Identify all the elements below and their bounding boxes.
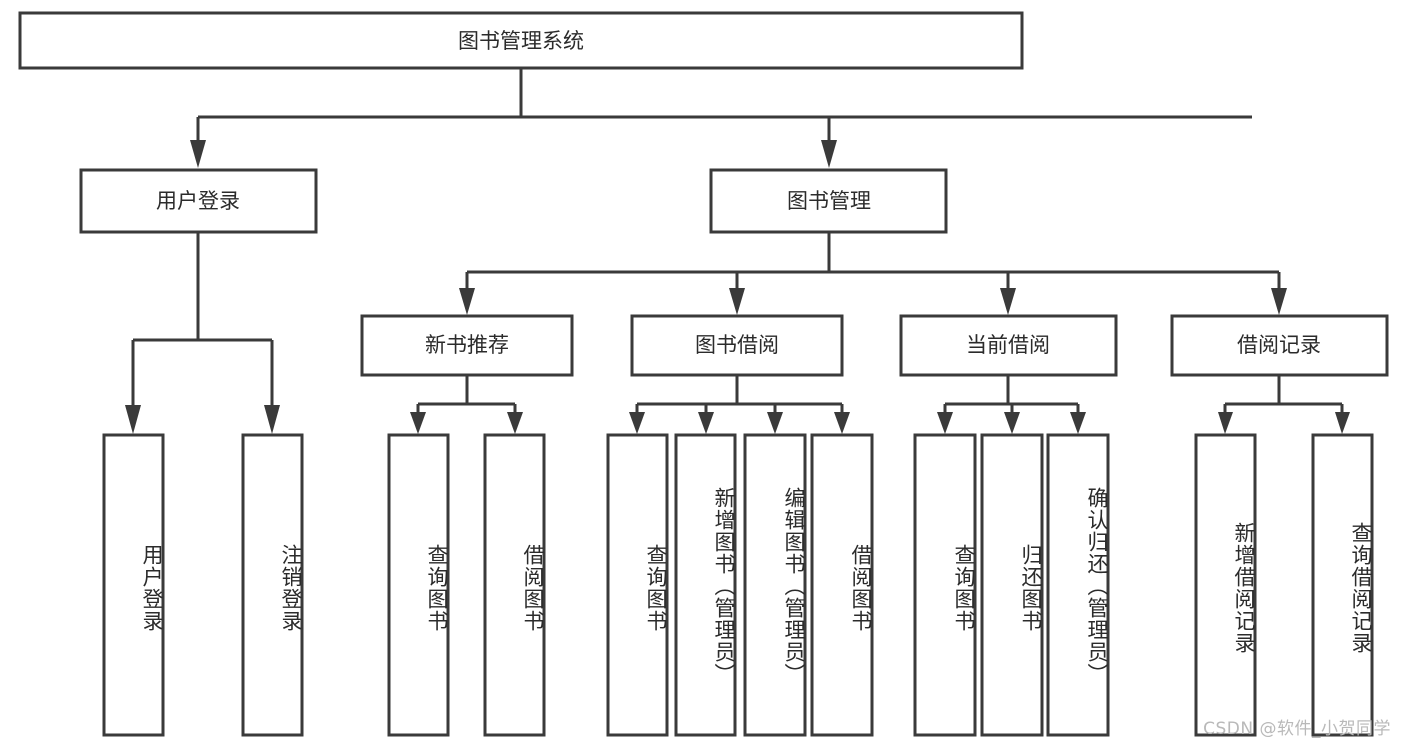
- leaf-query-book-1-rect[interactable]: [387, 433, 450, 737]
- arrow-to-leaf-borrow-book-1: [507, 412, 523, 434]
- leaf-add-book-rect[interactable]: [674, 433, 737, 737]
- arrow-to-leaf-add-record: [1218, 412, 1233, 434]
- leaf-confirm-return-rect[interactable]: [1046, 433, 1110, 737]
- arrow-to-leaf-borrow-book-2: [834, 412, 850, 434]
- node-borrow-record-label: 借阅记录: [1237, 333, 1321, 357]
- node-current-borrow[interactable]: 当前借阅: [899, 314, 1118, 377]
- node-new-book-recommend-rect[interactable]: [360, 314, 574, 377]
- leaf-user-login-rect[interactable]: [102, 433, 165, 737]
- connector-borrow-record-to-leaves: [1218, 375, 1350, 434]
- arrow-to-leaf-add-book: [698, 412, 714, 434]
- arrow-to-leaf-query-book-2: [629, 412, 645, 434]
- leaf-edit-book-rect[interactable]: [743, 433, 807, 737]
- node-root-rect[interactable]: [18, 11, 1024, 70]
- node-root-label: 图书管理系统: [458, 29, 584, 53]
- leaf-logout-rect[interactable]: [241, 433, 304, 737]
- arrow-to-current-borrow: [1000, 288, 1016, 315]
- connector-book-borrow-to-leaves: [629, 375, 850, 434]
- leaf-boxes: [102, 433, 1374, 737]
- arrow-to-leaf-query-book-1: [410, 412, 426, 434]
- connector-current-borrow-to-leaves: [937, 375, 1086, 434]
- node-book-manage[interactable]: 图书管理: [709, 168, 948, 234]
- arrow-to-user-login: [190, 140, 206, 168]
- connector-book-manage-to-level3: [459, 232, 1287, 315]
- node-borrow-record[interactable]: 借阅记录: [1170, 314, 1389, 377]
- node-book-borrow-label: 图书借阅: [695, 333, 779, 357]
- node-book-manage-label: 图书管理: [787, 189, 871, 213]
- arrow-to-leaf-edit-book: [767, 412, 783, 434]
- node-new-book-recommend[interactable]: 新书推荐: [360, 314, 574, 377]
- leaf-query-book-3-rect[interactable]: [913, 433, 977, 737]
- leaf-add-record-rect[interactable]: [1194, 433, 1257, 737]
- leaf-borrow-book-1-rect[interactable]: [483, 433, 546, 737]
- arrow-to-leaf-query-book-3: [937, 412, 953, 434]
- node-user-login-rect[interactable]: [79, 168, 318, 234]
- leaf-query-book-2-rect[interactable]: [606, 433, 669, 737]
- node-current-borrow-rect[interactable]: [899, 314, 1118, 377]
- node-user-login[interactable]: 用户登录: [79, 168, 318, 234]
- node-book-borrow[interactable]: 图书借阅: [630, 314, 844, 377]
- arrow-to-leaf-query-record: [1335, 412, 1350, 434]
- leaf-return-book-rect[interactable]: [980, 433, 1044, 737]
- arrow-to-book-borrow: [729, 288, 745, 315]
- arrow-to-leaf-user-login: [125, 405, 141, 434]
- arrow-to-leaf-return-book: [1004, 412, 1020, 434]
- arrow-to-new-book: [459, 288, 475, 315]
- connector-root-to-level2: [190, 68, 1252, 168]
- arrow-to-leaf-logout: [264, 405, 280, 434]
- arrow-to-book-manage: [821, 140, 837, 168]
- leaf-borrow-book-2-rect[interactable]: [810, 433, 874, 737]
- connector-new-book-to-leaves: [410, 375, 523, 434]
- arrow-to-leaf-confirm-return: [1070, 412, 1086, 434]
- node-user-login-label: 用户登录: [156, 189, 240, 213]
- arrow-to-borrow-record: [1271, 288, 1287, 315]
- node-current-borrow-label: 当前借阅: [966, 333, 1050, 357]
- connector-user-login-to-leaves: [125, 232, 280, 434]
- node-root[interactable]: 图书管理系统: [18, 11, 1024, 70]
- leaf-query-record-rect[interactable]: [1311, 433, 1374, 737]
- node-new-book-recommend-label: 新书推荐: [425, 333, 509, 357]
- watermark: CSDN @软件_小贺同学: [1203, 719, 1391, 739]
